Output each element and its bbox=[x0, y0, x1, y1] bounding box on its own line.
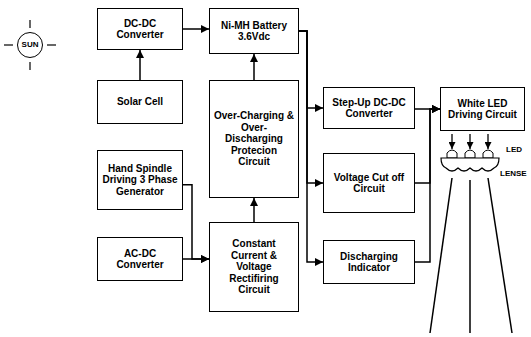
process-box: White LED Driving Circuit bbox=[440, 87, 525, 131]
process-box: Solar Cell bbox=[97, 80, 183, 124]
process-box: Hand Spindle Driving 3 Phase Generator bbox=[97, 150, 183, 210]
led-feed-arrows bbox=[452, 134, 488, 149]
box-label: Hand Spindle Driving 3 Phase Generator bbox=[102, 163, 178, 198]
process-box: Constant Current & Voltage Rectifiring C… bbox=[209, 222, 299, 312]
box-label: Over-Charging & Over-Discharging Proteci… bbox=[214, 110, 294, 168]
connector-arrow bbox=[299, 31, 323, 108]
box-label: Discharging Indicator bbox=[328, 251, 410, 274]
connector-arrow bbox=[415, 109, 440, 262]
box-label: SUN bbox=[18, 40, 42, 49]
box-label: Step-Up DC-DC Converter bbox=[328, 97, 410, 120]
lens-shape bbox=[441, 158, 499, 171]
box-label: DC-DC Converter bbox=[102, 18, 178, 41]
connector-arrow bbox=[299, 31, 323, 183]
connector-arrow bbox=[183, 28, 209, 30]
process-box: Voltage Cut off Circuit bbox=[323, 153, 415, 213]
connector-arrow bbox=[183, 185, 209, 259]
connector-arrow bbox=[139, 50, 141, 80]
part-label: LED bbox=[506, 146, 522, 155]
light-rays bbox=[430, 178, 512, 333]
process-box: Ni-MH Battery 3.6Vdc bbox=[209, 8, 299, 54]
box-label: Voltage Cut off Circuit bbox=[328, 172, 410, 195]
led-symbols bbox=[447, 150, 493, 158]
process-box: Discharging Indicator bbox=[323, 240, 415, 284]
box-label: Solar Cell bbox=[102, 96, 178, 108]
box-label: AC-DC Converter bbox=[102, 248, 178, 271]
part-label: LENSE bbox=[500, 170, 527, 179]
box-label: White LED Driving Circuit bbox=[445, 98, 520, 121]
process-box: AC-DC Converter bbox=[97, 237, 183, 281]
connector-arrow bbox=[183, 258, 209, 260]
box-label: Constant Current & Voltage Rectifiring C… bbox=[214, 238, 294, 296]
process-box: DC-DC Converter bbox=[97, 8, 183, 50]
connector-arrow bbox=[299, 31, 323, 262]
sun-circle: SUN bbox=[17, 32, 43, 58]
process-box: Step-Up DC-DC Converter bbox=[323, 87, 415, 129]
box-label: Ni-MH Battery 3.6Vdc bbox=[214, 20, 294, 43]
process-box: Over-Charging & Over-Discharging Proteci… bbox=[209, 80, 299, 198]
connector-arrow bbox=[253, 54, 255, 80]
connector-arrow bbox=[415, 109, 440, 183]
connector-arrow bbox=[253, 198, 255, 222]
sun-rays bbox=[4, 20, 56, 70]
